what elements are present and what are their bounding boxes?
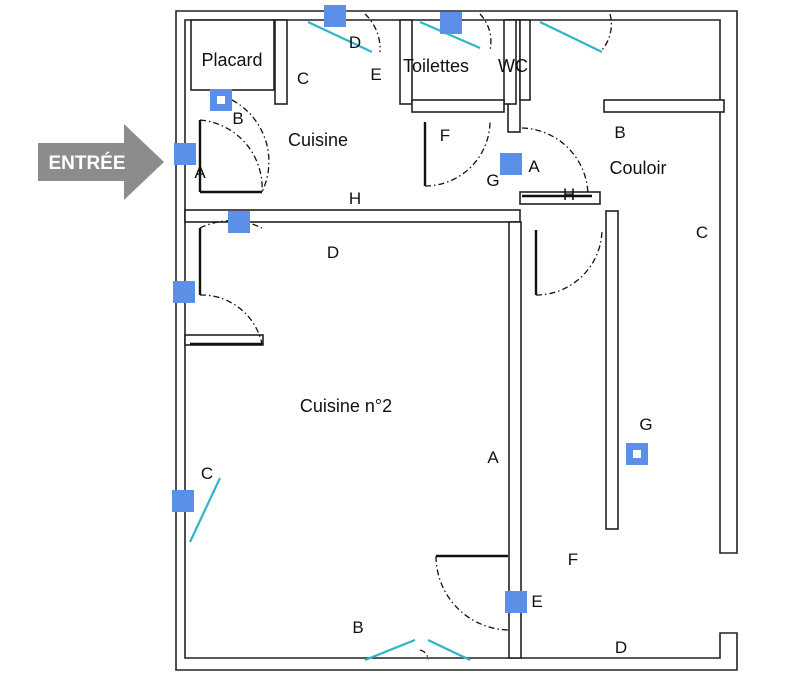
interior-walls <box>184 19 725 659</box>
outer-wall <box>175 10 738 671</box>
letter-label: D <box>327 243 339 262</box>
room-label-placard: Placard <box>201 50 262 70</box>
letter-label: F <box>440 126 450 145</box>
door-leaves <box>190 120 592 558</box>
letter-label: A <box>194 163 206 182</box>
letter-label: B <box>352 618 363 637</box>
marker-square <box>172 490 194 512</box>
marker-square <box>324 5 346 27</box>
letter-label: C <box>696 223 708 242</box>
letter-label: F <box>568 550 578 569</box>
letter-label: C <box>297 69 309 88</box>
letter-labels: D C E B A F G A B H H C D G A C F E B D <box>194 33 708 657</box>
letter-label: D <box>349 33 361 52</box>
letter-label: E <box>370 65 381 84</box>
room-label-toilettes: Toilettes <box>403 56 469 76</box>
letter-label: B <box>232 109 243 128</box>
room-label-cuisine-2: Cuisine n°2 <box>300 396 392 416</box>
letter-label: A <box>487 448 499 467</box>
letter-label: G <box>486 171 499 190</box>
letter-label: A <box>528 157 540 176</box>
filled-markers <box>172 5 527 613</box>
letter-label: D <box>615 638 627 657</box>
room-label-wc: WC <box>498 56 528 76</box>
room-labels: Placard Cuisine Toilettes WC Couloir Cui… <box>201 50 666 416</box>
entrance-arrow: ENTRÉE <box>38 124 164 200</box>
marker-square <box>500 153 522 175</box>
entrance-label: ENTRÉE <box>48 152 125 174</box>
letter-label: H <box>563 185 575 204</box>
letter-label: E <box>531 592 542 611</box>
marker-square <box>228 211 250 233</box>
letter-label: G <box>639 415 652 434</box>
letter-label: H <box>349 189 361 208</box>
marker-square <box>173 281 195 303</box>
letter-label: C <box>201 464 213 483</box>
windows <box>189 20 603 662</box>
room-label-couloir: Couloir <box>609 158 666 178</box>
marker-square <box>174 143 196 165</box>
room-label-cuisine: Cuisine <box>288 130 348 150</box>
marker-square <box>440 12 462 34</box>
hollow-markers <box>210 89 648 465</box>
letter-label: B <box>614 123 625 142</box>
marker-square <box>505 591 527 613</box>
